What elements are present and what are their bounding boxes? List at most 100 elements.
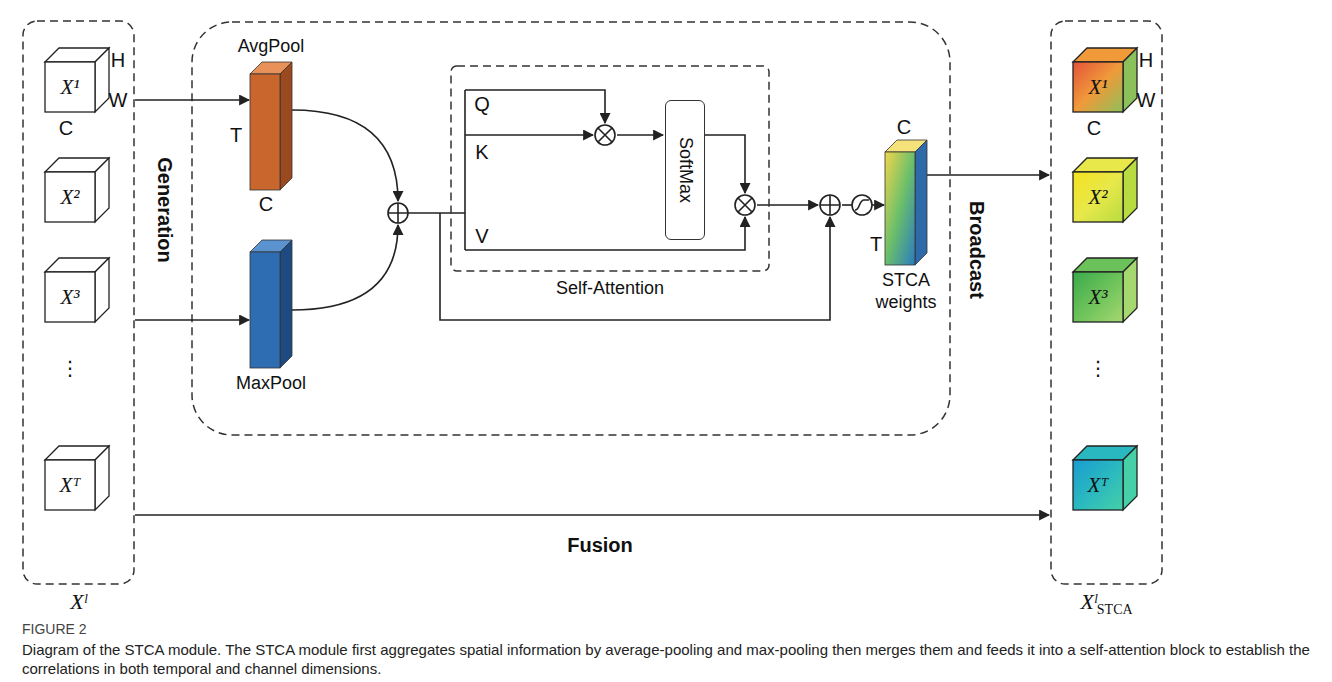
attn-out bbox=[757, 204, 818, 206]
dashed-border bbox=[451, 66, 769, 271]
merge-line bbox=[408, 212, 465, 214]
cube-side bbox=[1123, 48, 1137, 112]
dimension-letter: K bbox=[475, 142, 488, 162]
dimension-letter: H bbox=[111, 50, 125, 70]
dashed-border bbox=[1051, 21, 1162, 584]
tensor-name: Xˡ bbox=[70, 589, 86, 614]
pool-label: MaxPool bbox=[216, 373, 326, 395]
figure-number: FIGURE 2 bbox=[22, 622, 87, 636]
arrow-label: Broadcast bbox=[967, 199, 987, 301]
tensor-subscript: STCA bbox=[1097, 602, 1133, 617]
feature-cube: Xᵀ bbox=[45, 460, 95, 510]
score-line bbox=[617, 134, 663, 136]
max-curve bbox=[292, 225, 398, 310]
slab-side bbox=[915, 140, 927, 265]
dimension-letter: C bbox=[897, 117, 911, 137]
operators bbox=[388, 125, 872, 223]
feature-cube: X² bbox=[45, 172, 95, 222]
cube-label: X² bbox=[45, 172, 95, 222]
softmax-box: SoftMax bbox=[665, 100, 705, 240]
figure-caption: Diagram of the STCA module. The STCA mod… bbox=[22, 641, 1312, 679]
cube-label: X³ bbox=[1073, 272, 1123, 322]
tensor-label: XˡSTCA bbox=[1050, 589, 1163, 618]
slab-shape bbox=[250, 240, 292, 368]
cube-side bbox=[95, 48, 109, 112]
cube-front bbox=[45, 272, 95, 322]
dimension-letter: C bbox=[59, 118, 73, 138]
flow-arrow bbox=[927, 174, 1049, 176]
module-outline bbox=[192, 22, 950, 435]
dimension-letter: ⋮ bbox=[60, 358, 80, 378]
cube-side bbox=[95, 258, 109, 322]
dashed-border bbox=[23, 21, 134, 584]
residual-line bbox=[440, 213, 830, 320]
cube-label: Xᵀ bbox=[1073, 460, 1123, 510]
pool-label: AvgPool bbox=[216, 36, 326, 58]
tensor-label: Xˡ bbox=[22, 589, 135, 615]
dimension-letter: T bbox=[870, 234, 882, 254]
cube-front bbox=[1073, 62, 1123, 112]
cube-front bbox=[1073, 172, 1123, 222]
cube-side bbox=[1123, 258, 1137, 322]
multiply-symbol bbox=[735, 195, 755, 215]
k-line bbox=[465, 134, 593, 136]
sum-out bbox=[842, 204, 852, 206]
pooled-map: AvgPool bbox=[250, 62, 292, 190]
dimension-letter: Q bbox=[474, 94, 490, 114]
add-symbol bbox=[388, 203, 408, 223]
flow-arrow bbox=[135, 99, 249, 101]
cube-side bbox=[1123, 446, 1137, 510]
block-title: Self-Attention bbox=[450, 278, 770, 300]
feature-cube: X¹ bbox=[45, 62, 95, 112]
cube-side bbox=[95, 158, 109, 222]
cube-front bbox=[1073, 272, 1123, 322]
feature-cube: X² bbox=[1073, 172, 1123, 222]
dimension-letter: C bbox=[259, 194, 273, 214]
slab-front bbox=[250, 252, 280, 368]
slab-front bbox=[885, 152, 915, 265]
cube-label: X¹ bbox=[1073, 62, 1123, 112]
feature-cube: X¹ bbox=[1073, 62, 1123, 112]
flow-arrow bbox=[135, 514, 1049, 516]
tensor-name: Xˡ bbox=[1080, 589, 1096, 614]
step-label: Generation bbox=[155, 157, 175, 263]
feature-cube: X³ bbox=[45, 272, 95, 322]
add-symbol bbox=[820, 195, 840, 215]
pooled-map: STCA weights bbox=[885, 140, 927, 265]
cube-label: X³ bbox=[45, 272, 95, 322]
sigmoid-symbol bbox=[852, 195, 872, 215]
slab-front bbox=[250, 74, 280, 190]
dimension-letter: V bbox=[475, 226, 488, 246]
slab-side bbox=[280, 240, 292, 368]
cube-label: X² bbox=[1073, 172, 1123, 222]
dashed-outline bbox=[450, 65, 770, 272]
dimension-letter: W bbox=[109, 90, 128, 110]
slab-shape bbox=[250, 62, 292, 190]
cube-label: Xᵀ bbox=[45, 460, 95, 510]
flow-lines bbox=[292, 90, 884, 320]
avg-curve bbox=[292, 110, 398, 201]
attention-block: Self-AttentionSoftMax bbox=[450, 65, 770, 272]
cube-label: X¹ bbox=[45, 62, 95, 112]
sigmoid-out bbox=[872, 204, 884, 206]
softmax-label: SoftMax bbox=[675, 137, 696, 203]
dimension-letter: ⋮ bbox=[1088, 358, 1108, 378]
feature-cube: X³ bbox=[1073, 272, 1123, 322]
pool-label: STCA weights bbox=[858, 270, 954, 313]
pooled-map: MaxPool bbox=[250, 240, 292, 368]
feature-cube: Xᵀ bbox=[1073, 460, 1123, 510]
softmax-out bbox=[705, 135, 745, 193]
cube-front bbox=[45, 172, 95, 222]
cube-side bbox=[1123, 158, 1137, 222]
arrow-label: Fusion bbox=[565, 535, 635, 555]
dimension-letter: H bbox=[1139, 50, 1153, 70]
multiply-symbol bbox=[595, 125, 615, 145]
cube-side bbox=[95, 446, 109, 510]
slab-shape bbox=[885, 140, 927, 265]
q-line bbox=[465, 90, 605, 123]
dimension-letter: T bbox=[230, 125, 242, 145]
qkv-trunk bbox=[464, 90, 466, 250]
flow-arrow bbox=[135, 319, 249, 321]
